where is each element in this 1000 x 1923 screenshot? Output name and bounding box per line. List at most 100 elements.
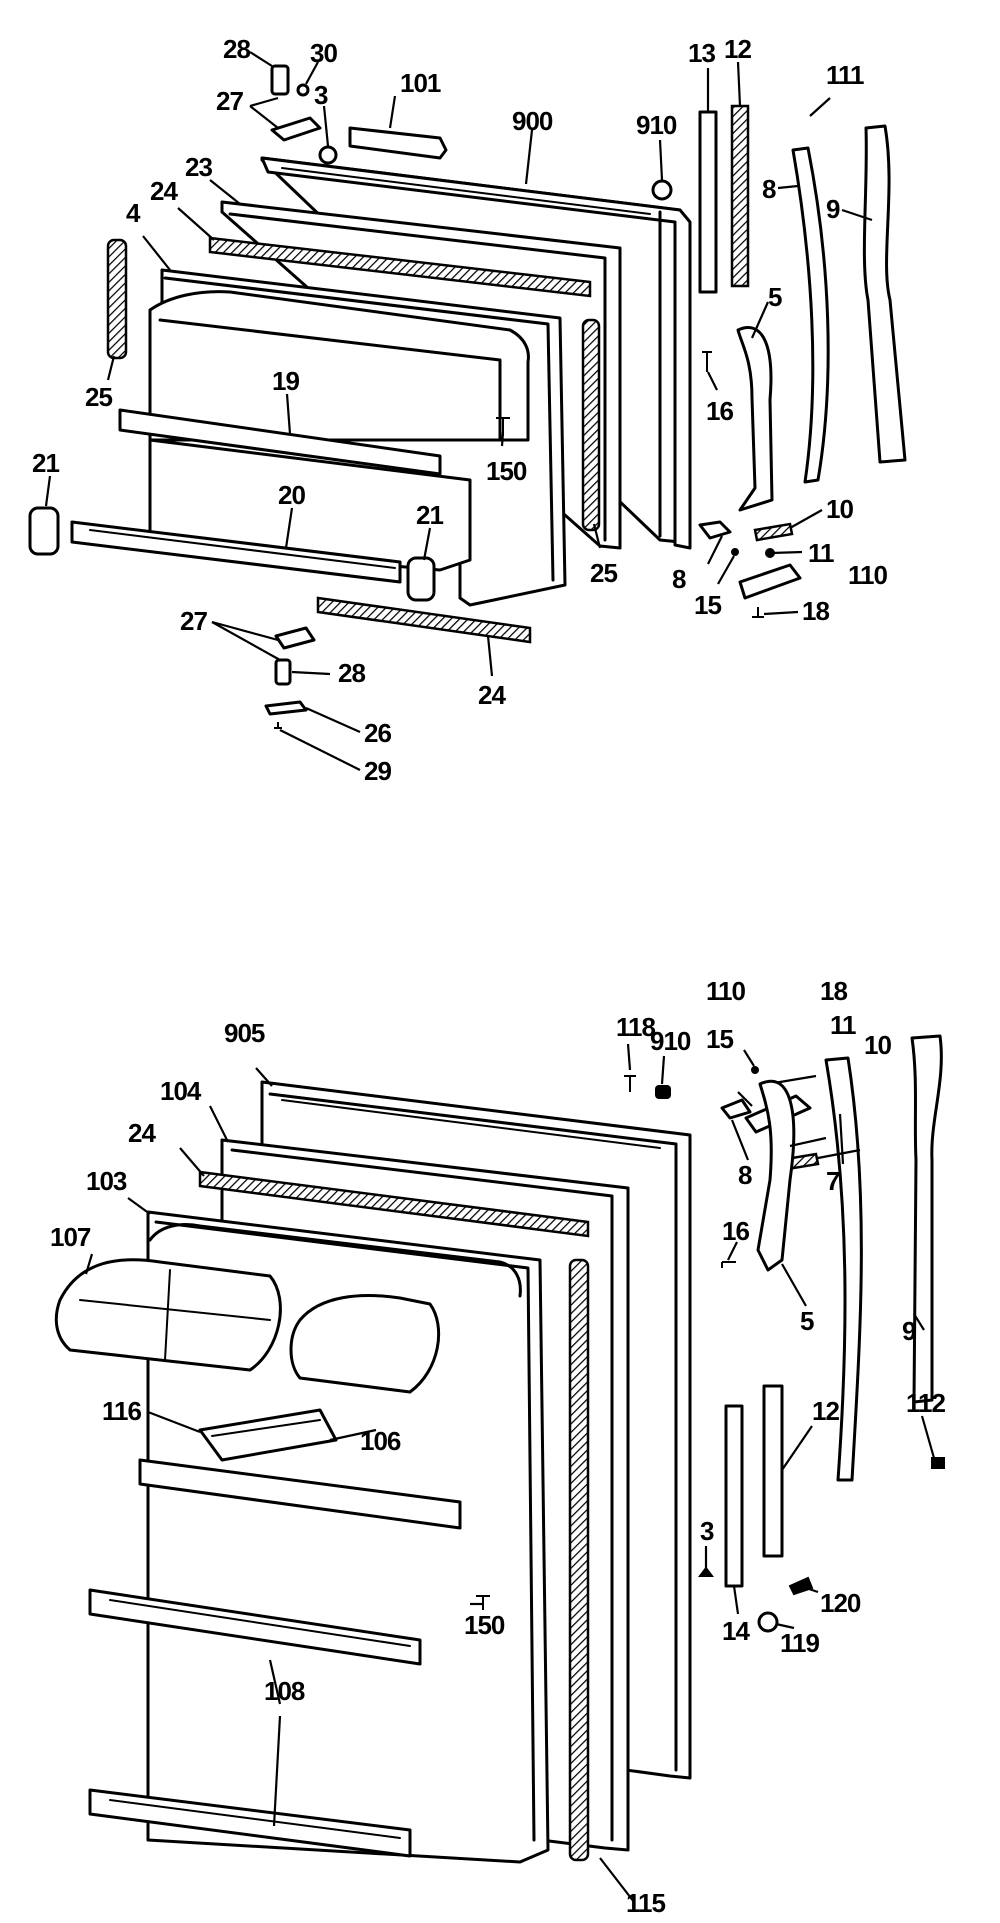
callout-108: 108: [264, 1676, 305, 1706]
screw-18: [752, 607, 764, 618]
callout-111: 111: [826, 60, 864, 90]
callout-16: 16: [706, 396, 733, 426]
callout-25: 25: [590, 558, 617, 588]
callout-150: 150: [486, 456, 527, 486]
callout-112: 112: [906, 1388, 945, 1418]
hinge-plate-8: [698, 520, 732, 540]
callout-118: 118: [616, 1012, 655, 1042]
screw-30: [296, 83, 310, 97]
callout-28: 28: [338, 658, 365, 688]
callout-104: 104: [160, 1076, 202, 1106]
gasket-top: [198, 1170, 590, 1238]
gasket-left: [106, 238, 128, 360]
callout-119: 119: [780, 1628, 819, 1658]
cap-120: [788, 1576, 814, 1596]
callout-8: 8: [762, 174, 776, 204]
callout-25: 25: [85, 382, 112, 412]
callout-16: 16: [722, 1216, 749, 1246]
screw-118: [624, 1075, 636, 1092]
handle-cover-9: [910, 1034, 943, 1404]
callout-30: 30: [310, 38, 337, 68]
plug-3: [318, 145, 338, 165]
callout-115: 115: [626, 1888, 665, 1918]
callout-5: 5: [768, 282, 782, 312]
callout-107: 107: [50, 1222, 91, 1252]
callout-18: 18: [820, 976, 847, 1006]
trim-strip-12: [762, 1384, 784, 1558]
callout-29: 29: [364, 756, 391, 786]
shim-10: [753, 522, 794, 542]
door-shelf-upper: [118, 408, 442, 476]
dairy-door-106: [289, 1294, 441, 1394]
hinge-plate-8: [720, 1098, 752, 1120]
inner-liner: [146, 1210, 550, 1864]
handle-cover-9: [862, 124, 907, 464]
handle-5: [756, 1079, 796, 1272]
shelf-end-cap-left: [28, 506, 60, 556]
trim-strip-12: [730, 104, 750, 288]
inner-door-shelves: [148, 290, 530, 572]
callout-27: 27: [216, 86, 243, 116]
callout-21: 21: [32, 448, 59, 478]
screw-16: [702, 351, 712, 372]
callout-20: 20: [278, 480, 305, 510]
top-callout-labels: 28 30 27 3 101 900 910 13 12 111 23 24 4…: [32, 34, 888, 786]
callout-120: 120: [820, 1588, 861, 1618]
handle-5: [736, 326, 774, 512]
callout-24: 24: [150, 176, 178, 206]
callout-3: 3: [314, 80, 328, 110]
callout-10: 10: [826, 494, 853, 524]
callout-4: 4: [126, 198, 141, 228]
hinge-pin-top: [270, 64, 290, 96]
plug-3: [698, 1566, 714, 1577]
trim-strip-14: [724, 1404, 744, 1588]
callout-101: 101: [400, 68, 441, 98]
callout-8: 8: [738, 1160, 752, 1190]
door-shelf-mid: [138, 1458, 462, 1530]
callout-24: 24: [478, 680, 506, 710]
callout-12: 12: [724, 34, 751, 64]
callout-103: 103: [86, 1166, 127, 1196]
callout-27: 27: [180, 606, 207, 636]
callout-5: 5: [800, 1306, 814, 1336]
bottom-door-assembly: 110 18 118 910 905 11 15 10 104 24 8 7 1…: [50, 976, 946, 1918]
hinge-bracket-top: [270, 116, 322, 142]
callout-9: 9: [902, 1316, 916, 1346]
screw-15: [751, 1066, 759, 1074]
callout-9: 9: [826, 194, 840, 224]
hinge-bracket-bottom: [274, 626, 316, 650]
callout-110: 110: [706, 976, 745, 1006]
hinge-pin-bottom: [274, 658, 292, 686]
callout-18: 18: [802, 596, 829, 626]
bottom-callout-labels: 110 18 118 910 905 11 15 10 104 24 8 7 1…: [50, 976, 946, 1918]
screw-29: [274, 722, 282, 729]
callout-910: 910: [650, 1026, 691, 1056]
callout-3: 3: [700, 1516, 714, 1546]
callout-19: 19: [272, 366, 299, 396]
door-shelf-108-upper: [88, 1588, 422, 1666]
bottom-leader-lines: [84, 1043, 936, 1903]
cap-112: [931, 1457, 945, 1469]
callout-8: 8: [672, 564, 686, 594]
shelf-end-cap-right: [406, 556, 436, 602]
top-door-assembly: 28 30 27 3 101 900 910 13 12 111 23 24 4…: [28, 34, 907, 786]
callout-905: 905: [224, 1018, 265, 1048]
handle-trim-top: [348, 126, 448, 160]
callout-11: 11: [830, 1010, 856, 1040]
callout-910: 910: [636, 110, 677, 140]
trim-strip-13: [698, 110, 718, 294]
top-leader-lines: [44, 51, 873, 771]
cap-119: [757, 1611, 779, 1633]
handle-bar-7: [824, 1056, 863, 1482]
callout-23: 23: [185, 152, 212, 182]
callout-150: 150: [464, 1610, 505, 1640]
door-shelf-108-lower: [88, 1788, 412, 1858]
screw-15: [731, 548, 739, 556]
gasket-bottom: [316, 596, 532, 644]
gasket-right: [568, 1258, 590, 1862]
callout-24: 24: [128, 1118, 156, 1148]
callout-12: 12: [812, 1396, 839, 1426]
callout-110: 110: [848, 560, 887, 590]
callout-15: 15: [706, 1024, 733, 1054]
